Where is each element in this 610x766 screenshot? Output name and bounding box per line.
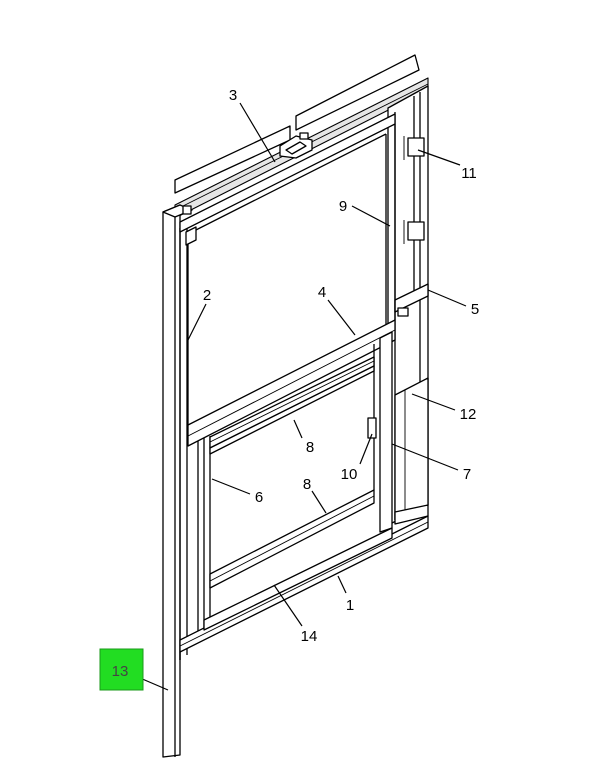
top-header-channel: [174, 54, 429, 219]
left-post: [162, 204, 193, 758]
leader-13: [139, 677, 169, 691]
callout-8-upper[interactable]: 8: [306, 439, 314, 456]
leader-7: [391, 443, 459, 471]
callout-7[interactable]: 7: [463, 466, 471, 483]
leader-14: [273, 584, 303, 627]
callout-labels: 3 9 11 2 4 5 12 8 10 7 6 8 1 14 13: [112, 87, 480, 680]
leader-8a: [293, 419, 303, 439]
callout-10[interactable]: 10: [341, 466, 358, 483]
leader-9: [351, 205, 391, 227]
upper-sash: [179, 113, 396, 447]
leader-3: [239, 102, 276, 163]
callout-8-lower[interactable]: 8: [303, 476, 311, 493]
leader-1: [337, 575, 347, 594]
callout-11[interactable]: 11: [461, 165, 477, 182]
leader-8b: [311, 490, 327, 514]
leader-4: [327, 299, 356, 336]
leader-6: [211, 478, 251, 495]
callout-14[interactable]: 14: [301, 628, 318, 645]
callout-9[interactable]: 9: [339, 198, 347, 215]
callout-12[interactable]: 12: [460, 406, 477, 423]
leader-11: [417, 149, 461, 166]
callout-6[interactable]: 6: [255, 489, 263, 506]
leader-12: [411, 393, 456, 411]
callout-4[interactable]: 4: [318, 284, 326, 301]
leader-lines: [139, 102, 467, 691]
callout-13-highlight[interactable]: [99, 648, 144, 691]
callout-1[interactable]: 1: [346, 597, 354, 614]
leader-10: [359, 433, 373, 465]
callout-2[interactable]: 2: [203, 287, 211, 304]
lower-sash: [179, 331, 429, 660]
callout-13[interactable]: 13: [112, 663, 129, 680]
leader-5: [427, 289, 467, 307]
callout-3[interactable]: 3: [229, 87, 237, 104]
leader-2: [187, 303, 207, 341]
callout-5[interactable]: 5: [471, 301, 479, 318]
